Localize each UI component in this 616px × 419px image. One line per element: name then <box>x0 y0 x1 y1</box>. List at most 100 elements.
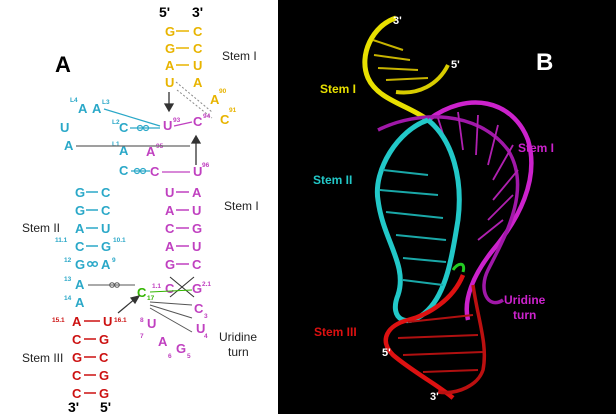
stem2-loop: A A U A C C A L4 L3 L2 L1 <box>60 97 129 178</box>
label-5p-bottom: 5' <box>382 347 391 359</box>
nuc-num: 1.1 <box>152 283 161 290</box>
nuc: C <box>165 221 175 236</box>
nuc: C <box>72 332 82 347</box>
nuc: C <box>101 203 111 218</box>
panel-b-3d-structure: 3' 5' B Stem I Stem I Stem II Uridine tu… <box>278 0 616 414</box>
stem2-pairs: G C G C A U C G G A A A 11.1 10.1 12 9 1… <box>55 185 126 310</box>
stem3-pairs: A U C G G C C G C G 15.1 16.1 <box>52 314 127 401</box>
backbone-arrows <box>163 92 202 165</box>
nuc: G <box>75 185 85 200</box>
nuc: C <box>119 163 129 178</box>
nuc: C <box>101 185 111 200</box>
nuc: U <box>165 185 174 200</box>
nuc: G <box>176 341 186 356</box>
c17-arrow <box>117 295 141 314</box>
tertiary-dotted <box>175 81 213 119</box>
nuc: U <box>193 58 202 73</box>
nuc: A <box>75 295 85 310</box>
nuc: A <box>193 75 203 90</box>
nuc: C <box>150 164 160 179</box>
nuc: C <box>99 350 109 365</box>
nuc-num: 17 <box>147 295 155 302</box>
nuc: U <box>163 118 172 133</box>
nuc-num: L2 <box>112 119 120 126</box>
label-3p-bottom: 3' <box>430 391 439 403</box>
nuc: G <box>101 239 111 254</box>
stem1-core-links <box>162 121 193 173</box>
c17-green-mark <box>451 262 466 273</box>
label-uridine-2: turn <box>513 308 536 322</box>
stem1-lower-label: Stem I <box>224 199 259 213</box>
nuc: A <box>119 143 129 158</box>
nuc-num: 9 <box>112 257 116 264</box>
nuc-num: 93 <box>173 117 181 124</box>
stem3-bonds <box>84 320 100 394</box>
nuc-num: 90 <box>219 88 227 95</box>
nuc-c17: C <box>137 285 147 300</box>
panel-a-secondary-structure: A 5' 3' G C G C A U U A A C 90 91 Stem I… <box>0 0 278 415</box>
nuc: G <box>192 221 202 236</box>
label-stem1-yellow: Stem I <box>320 82 356 96</box>
nuc: C <box>194 301 204 316</box>
stem1-yellow-bonds <box>176 30 189 66</box>
nuc: C <box>192 257 202 272</box>
nuc: C <box>72 368 82 383</box>
stem2-label: Stem II <box>22 221 60 235</box>
nuc: A <box>165 58 175 73</box>
nuc: G <box>99 332 109 347</box>
nuc: U <box>147 316 156 331</box>
secondary-structure-diagram: A 5' 3' G C G C A U U A A C 90 91 Stem I… <box>22 4 259 415</box>
end-3-top: 3' <box>192 4 203 20</box>
c17-interactions <box>88 282 193 333</box>
nuc: C <box>193 114 203 129</box>
nuc: U <box>165 75 174 90</box>
nuc-num: 94 <box>203 113 211 120</box>
panel-b-letter: B <box>536 49 553 76</box>
nuc: C <box>75 239 85 254</box>
nuc-num: 3 <box>204 313 208 320</box>
nuc: U <box>101 221 110 236</box>
nuc-num: 96 <box>202 162 210 169</box>
nuc-num: 16.1 <box>114 317 127 324</box>
label-stem2: Stem II <box>313 173 352 187</box>
nuc-num: 10.1 <box>113 237 126 244</box>
stem1-yellow-helix <box>362 15 450 123</box>
stem2-bonds <box>86 191 99 268</box>
nuc: A <box>78 101 88 116</box>
nuc: A <box>72 314 82 329</box>
nuc: G <box>72 350 82 365</box>
nuc-num: 12 <box>64 257 72 264</box>
nuc: C <box>193 24 203 39</box>
nuc-num: 91 <box>229 107 237 114</box>
nuc: A <box>75 221 85 236</box>
nuc: U <box>60 120 69 135</box>
nuc: G <box>192 281 202 296</box>
end-5-top: 5' <box>159 4 170 20</box>
nuc: U <box>192 239 201 254</box>
nuc: G <box>99 368 109 383</box>
nuc: C <box>193 41 203 56</box>
nuc: C <box>220 112 230 127</box>
tertiary-structure-render: 3' 5' B Stem I Stem I Stem II Uridine tu… <box>278 0 616 414</box>
loop-interactions <box>76 108 190 175</box>
nuc: C <box>165 281 175 296</box>
nuc-num: 14 <box>64 295 72 302</box>
nuc-num: 6 <box>168 353 172 360</box>
nuc: G <box>75 257 85 272</box>
label-stem1-magenta: Stem I <box>518 141 554 155</box>
nuc-num: 8 <box>140 317 144 324</box>
nuc-num: 7 <box>140 333 144 340</box>
nuc: A <box>165 203 175 218</box>
nuc: G <box>165 257 175 272</box>
uridine-label-2: turn <box>228 345 249 359</box>
nuc: G <box>99 386 109 401</box>
label-3p-top: 3' <box>393 15 402 27</box>
nuc-num: 5 <box>187 353 191 360</box>
nuc-num: 2.1 <box>202 281 211 288</box>
stem1-core-bonds <box>169 191 195 298</box>
nuc-num: L3 <box>102 99 110 106</box>
nuc: G <box>165 24 175 39</box>
stem2-cyan-helix <box>374 117 462 324</box>
nuc: A <box>192 185 202 200</box>
nuc-num: 4 <box>204 333 208 340</box>
